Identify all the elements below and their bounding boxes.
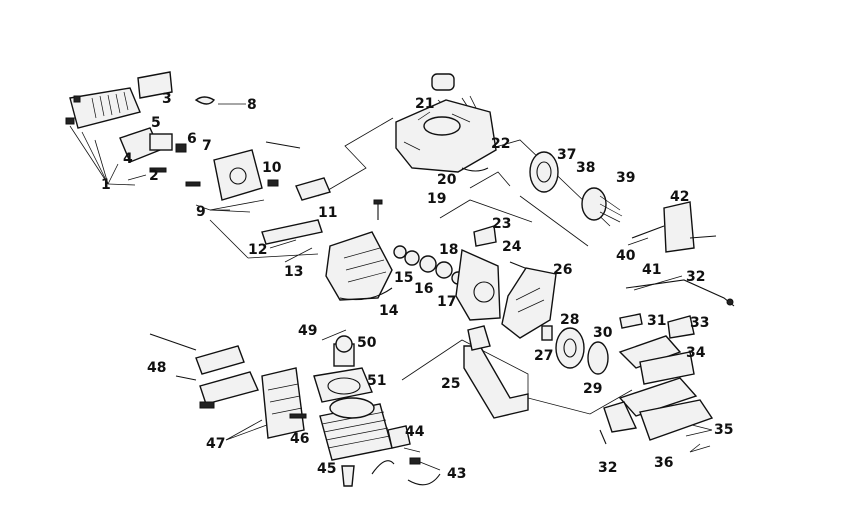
callout-40: 40 (616, 248, 636, 264)
callout-47: 47 (206, 436, 225, 452)
callout-labels: 1 2 3 4 5 6 7 8 9 10 11 12 13 14 15 16 1… (101, 91, 733, 482)
callout-34: 34 (686, 345, 706, 361)
callout-46: 46 (290, 431, 309, 447)
callout-3: 3 (162, 91, 172, 107)
callout-28: 28 (560, 312, 579, 328)
callout-35: 35 (714, 422, 733, 438)
callout-31: 31 (647, 313, 666, 329)
sprocket-and-clutch-drum (529, 151, 623, 375)
callout-38: 38 (576, 160, 595, 176)
callout-21: 21 (415, 96, 434, 112)
callout-32-lower: 32 (598, 460, 617, 476)
callout-12: 12 (248, 242, 267, 258)
callout-50: 50 (357, 335, 377, 351)
chain-guard-bracket (463, 325, 529, 419)
callout-42: 42 (670, 189, 689, 205)
callout-14: 14 (379, 303, 399, 319)
callout-8: 8 (247, 97, 257, 113)
callout-23: 23 (492, 216, 511, 232)
seal-and-bearing-group (393, 245, 531, 321)
callout-39: 39 (616, 170, 635, 186)
callout-49: 49 (298, 323, 317, 339)
callout-36: 36 (654, 455, 673, 471)
muffler-assembly (149, 333, 307, 439)
callout-13: 13 (284, 264, 303, 280)
callout-24: 24 (502, 239, 522, 255)
cylinder-and-piston (313, 335, 441, 487)
callout-33: 33 (690, 315, 709, 331)
callout-17: 17 (437, 294, 456, 310)
callout-26: 26 (553, 262, 572, 278)
callout-30: 30 (593, 325, 613, 341)
callout-11: 11 (318, 205, 337, 221)
callout-10: 10 (262, 160, 282, 176)
callout-43: 43 (447, 466, 466, 482)
callout-29: 29 (583, 381, 602, 397)
callout-51: 51 (367, 373, 386, 389)
callout-48: 48 (147, 360, 166, 376)
callout-45: 45 (317, 461, 336, 477)
callout-1: 1 (101, 177, 111, 193)
callout-4: 4 (123, 151, 133, 167)
callout-25: 25 (441, 376, 460, 392)
callout-2: 2 (149, 168, 159, 184)
left-handle-assembly (65, 71, 301, 187)
callout-20: 20 (437, 172, 457, 188)
carburetor-assembly (213, 149, 331, 201)
callout-7: 7 (202, 138, 212, 154)
brake-and-clutch-cover (473, 225, 557, 341)
callout-41: 41 (642, 262, 661, 278)
chain-tensioner-linkage (625, 201, 735, 307)
fuel-tank-housing (395, 73, 497, 173)
callout-18: 18 (439, 242, 458, 258)
callout-37: 37 (557, 147, 576, 163)
callout-22: 22 (491, 136, 510, 152)
callout-15: 15 (394, 270, 413, 286)
callout-32-upper: 32 (686, 269, 705, 285)
callout-9: 9 (196, 204, 206, 220)
callout-19: 19 (427, 191, 446, 207)
callout-44: 44 (405, 424, 425, 440)
callout-6: 6 (187, 131, 197, 147)
guide-bar-and-chain-cover (599, 313, 714, 445)
callout-16: 16 (414, 281, 433, 297)
crankcase-assembly (261, 199, 393, 301)
callout-5: 5 (151, 115, 161, 131)
callout-27: 27 (534, 348, 553, 364)
